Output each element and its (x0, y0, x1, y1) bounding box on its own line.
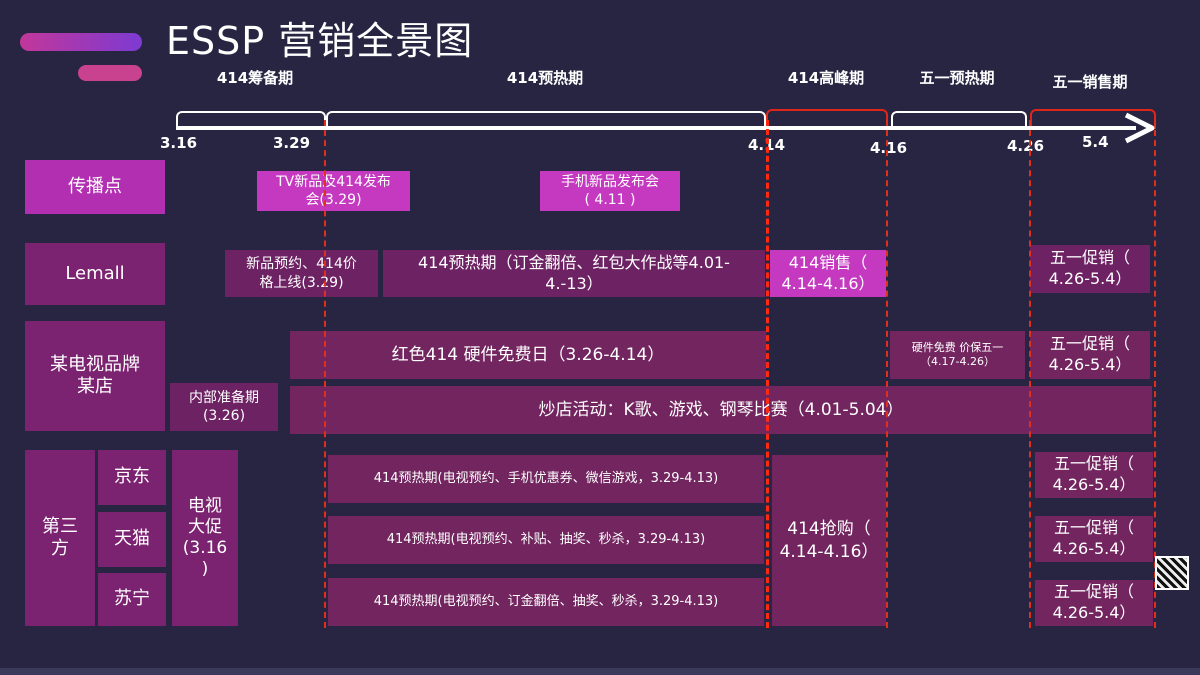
row-label-tv-store: 某电视品牌 某店 (25, 321, 165, 431)
phase-label-may-sale: 五一销售期 (1052, 73, 1128, 91)
event-suning-warmup: 414预热期(电视预约、订金翻倍、抽奖、秒杀，3.29-4.13) (328, 578, 764, 626)
timeline-axis (176, 126, 1136, 130)
phase-brace-warmup (326, 111, 766, 129)
phase-brace-may-warmup (891, 111, 1027, 129)
phase-label-peak: 414高峰期 (787, 69, 865, 87)
bottom-border (0, 668, 1200, 675)
page-title: ESSP 营销全景图 (166, 19, 474, 63)
guide-line-329 (324, 120, 326, 628)
tv-promo-label: 电视 大促 (3.16 ) (172, 450, 238, 626)
row-label-jd: 京东 (98, 450, 166, 505)
guide-line-54 (1154, 120, 1156, 628)
watermark-qr-icon (1155, 556, 1189, 590)
row-label-third-party: 第三 方 (25, 450, 95, 626)
event-jd-may: 五一促销（ 4.26-5.4） (1035, 452, 1153, 498)
event-lemall-may: 五一促销（ 4.26-5.4） (1030, 245, 1150, 293)
event-hardware-free: 硬件免费 价保五一 （4.17-4.26） (890, 331, 1025, 379)
event-tmall-warmup: 414预热期(电视预约、补贴、抽奖、秒杀，3.29-4.13) (328, 516, 764, 564)
phase-label-may-warmup: 五一预热期 (919, 69, 995, 87)
date-label: 4.26 (1007, 137, 1045, 155)
phase-brace-peak (766, 109, 888, 129)
guide-line-426 (1029, 120, 1031, 628)
event-lemall-warmup: 414预热期（订金翻倍、红包大作战等4.01- 4.-13） (383, 250, 765, 297)
guide-line-416 (886, 120, 888, 628)
timeline-arrowhead-icon (1124, 112, 1155, 144)
row-label-tmall: 天猫 (98, 512, 166, 567)
event-internal-prep: 内部准备期 (3.26) (170, 383, 278, 431)
row-label-chuanbo: 传播点 (25, 160, 165, 214)
date-label: 5.4 (1082, 133, 1109, 151)
event-store-activity: 炒店活动：K歌、游戏、钢琴比赛（4.01-5.04） (290, 386, 1152, 434)
phase-label-prep: 414筹备期 (216, 69, 294, 87)
event-jd-warmup: 414预热期(电视预约、手机优惠券、微信游戏，3.29-4.13) (328, 455, 764, 503)
event-tv-launch: TV新品及414发布 会(3.29) (257, 171, 410, 211)
decorative-bar-top (20, 33, 142, 51)
event-phone-launch: 手机新品发布会 ( 4.11 ) (540, 171, 680, 211)
event-tmall-may: 五一促销（ 4.26-5.4） (1035, 516, 1153, 562)
row-label-suning: 苏宁 (98, 573, 166, 626)
guide-line-414 (766, 120, 769, 628)
date-label: 4.16 (870, 139, 908, 157)
event-store-may: 五一促销（ 4.26-5.4） (1030, 331, 1150, 379)
phase-label-warmup: 414预热期 (506, 69, 584, 87)
event-red414: 红色414 硬件免费日（3.26-4.14） (290, 331, 766, 379)
event-414-rush: 414抢购（ 4.14-4.16） (772, 455, 886, 626)
date-label: 3.29 (273, 134, 311, 152)
decorative-bar-bottom (78, 65, 142, 81)
date-label: 3.16 (160, 134, 198, 152)
event-lemall-sale: 414销售（ 4.14-4.16） (770, 250, 886, 297)
event-lemall-preorder: 新品预约、414价 格上线(3.29) (225, 250, 378, 297)
row-label-lemall: Lemall (25, 243, 165, 305)
phase-brace-may-sale (1030, 109, 1156, 129)
event-suning-may: 五一促销（ 4.26-5.4） (1035, 580, 1153, 626)
